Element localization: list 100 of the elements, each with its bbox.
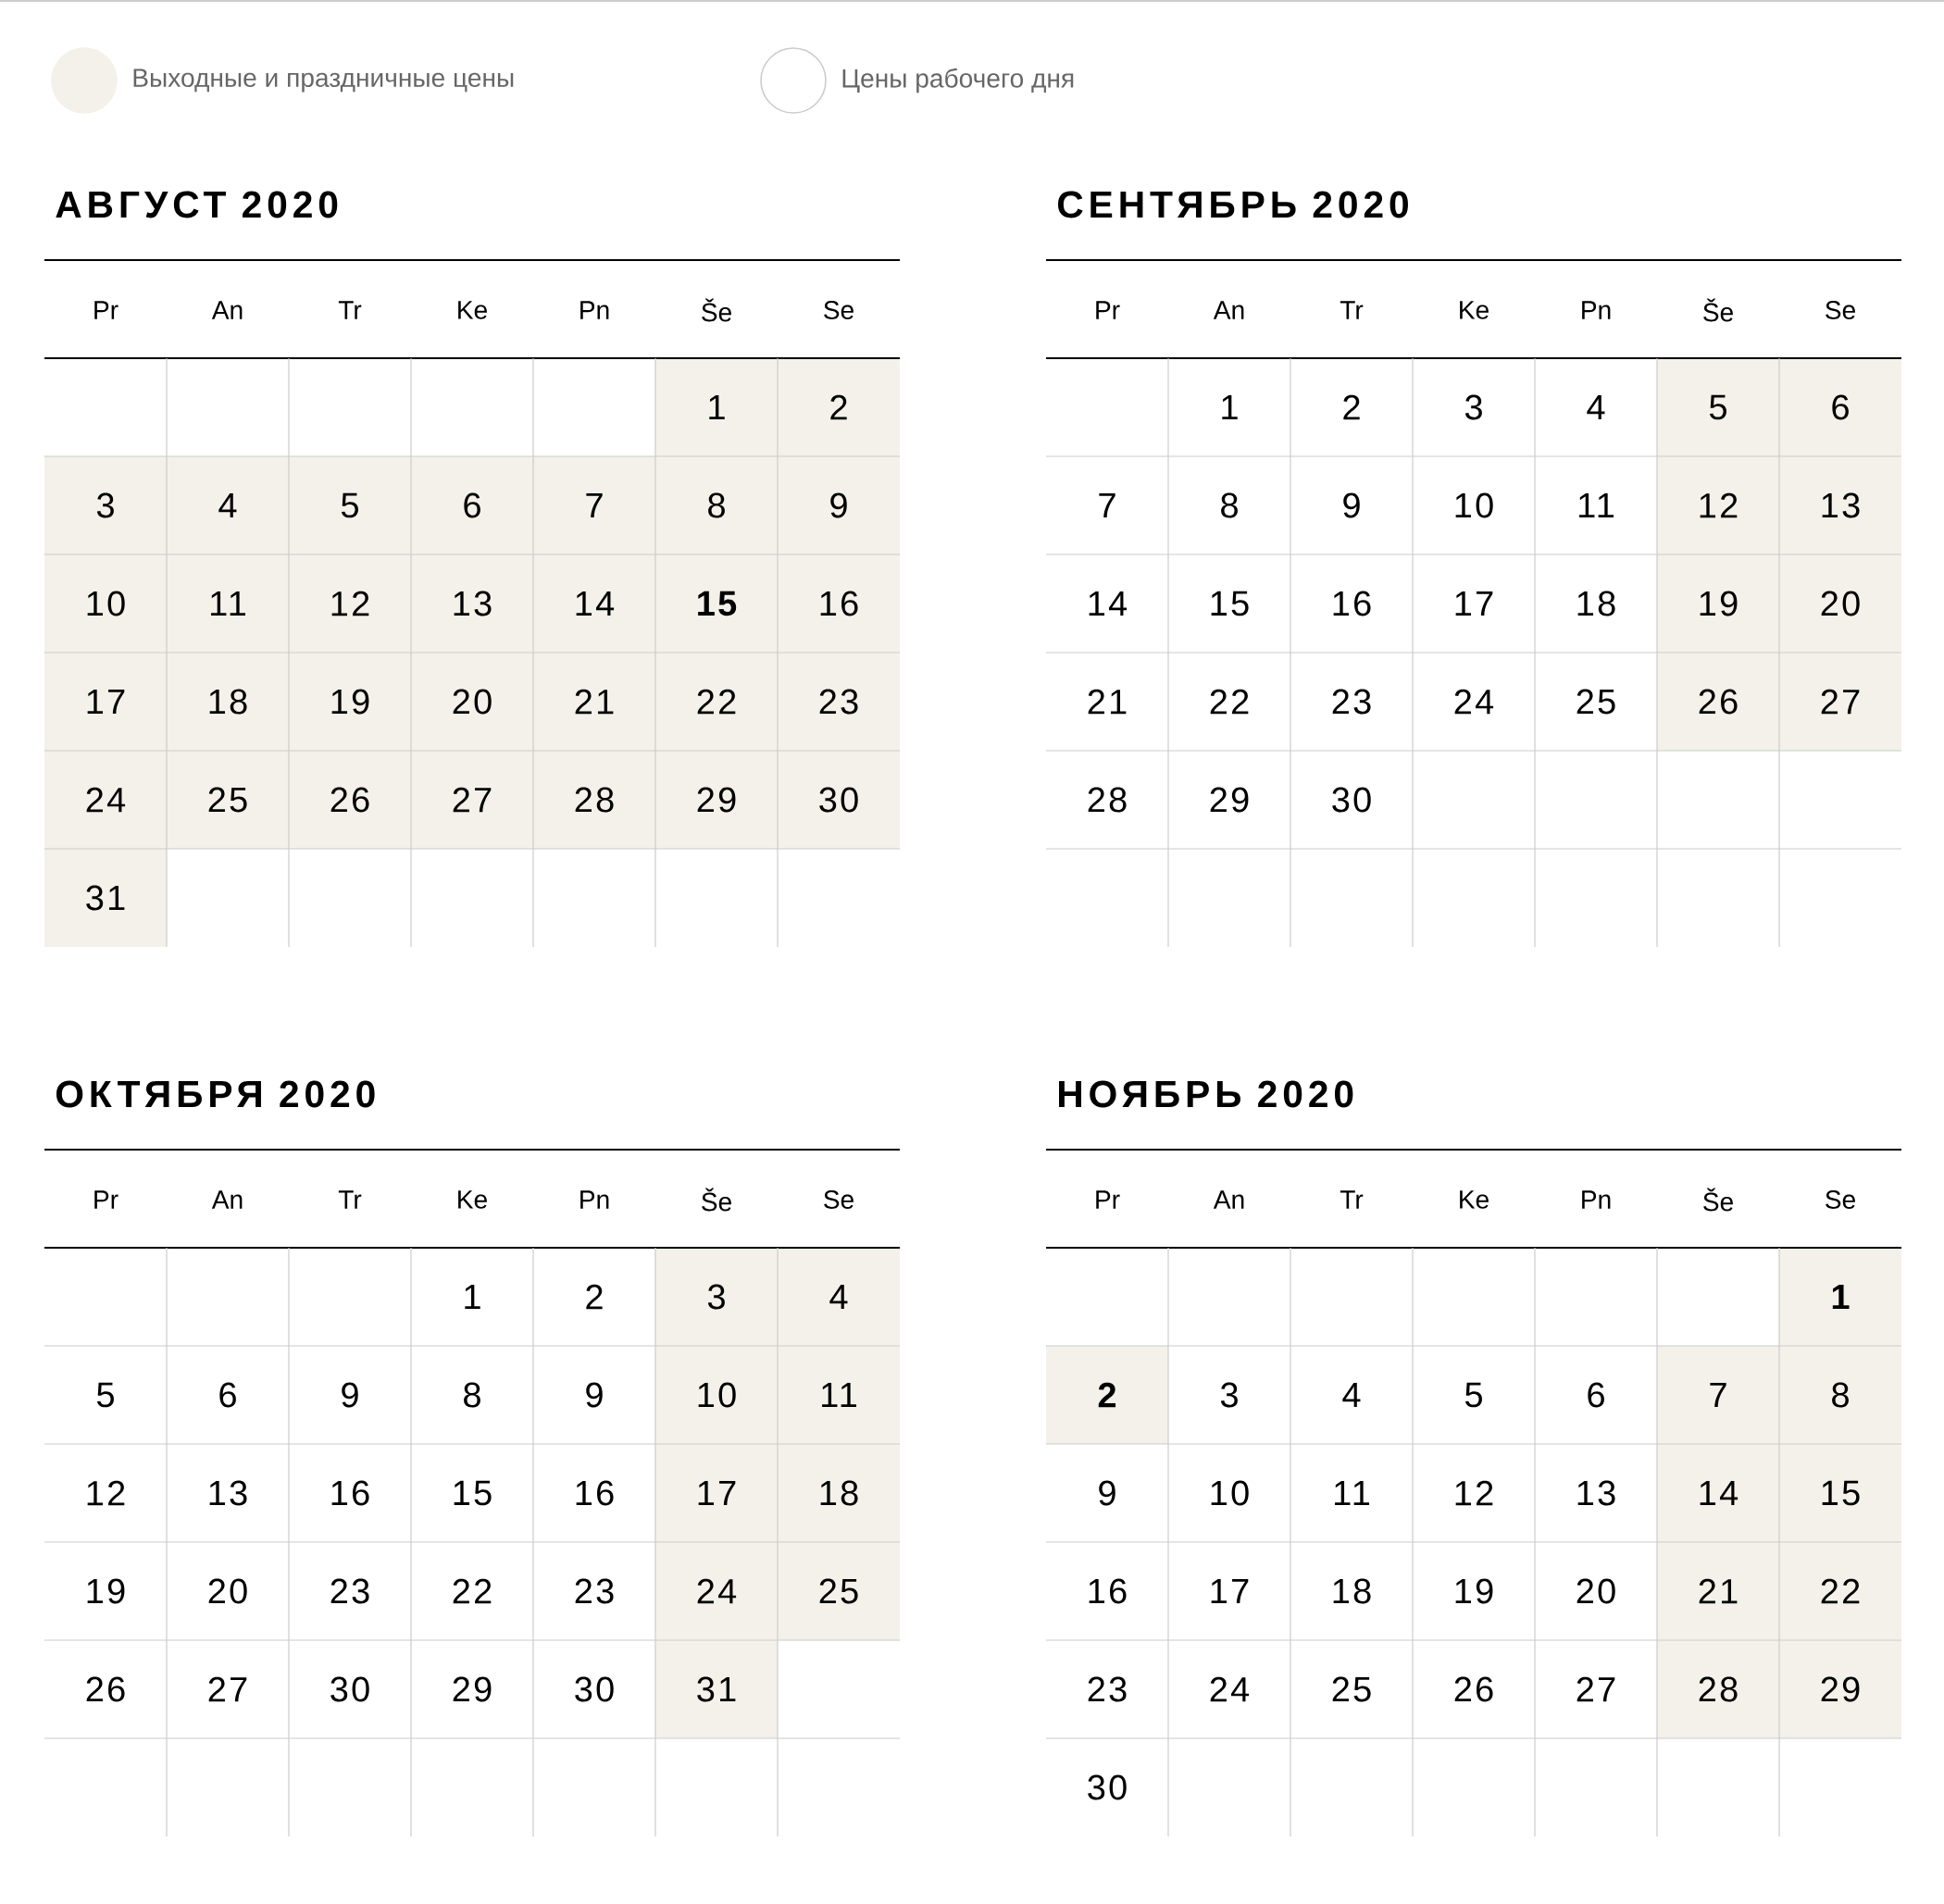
day-cell: 22 — [453, 1578, 492, 1604]
day-cell: 30 — [778, 751, 900, 849]
day-cell: 4 — [1587, 394, 1605, 420]
day-cell: 20 — [411, 653, 533, 751]
day-cell: 29 — [1210, 787, 1249, 813]
node-label: 5 — [1709, 394, 1726, 420]
day-cell: 22 — [1210, 689, 1249, 715]
day-cell: 31 — [655, 1640, 778, 1738]
day-cell: 23 — [1332, 689, 1371, 715]
day-cell: 24 — [1454, 689, 1494, 715]
weekday-label: Pr — [1096, 1190, 1120, 1209]
weekday-label: Se — [1826, 301, 1855, 319]
node-label: 21 — [575, 689, 614, 715]
day-cell: 16 — [576, 1480, 614, 1506]
day-cell: 1 — [655, 358, 778, 456]
day-cell: 1 — [1779, 1248, 1901, 1346]
day-cell: 9 — [586, 1382, 603, 1408]
node-label: 5 — [341, 492, 358, 518]
weekday-label: Se — [824, 301, 854, 319]
day-cell: 11 — [1579, 492, 1614, 518]
node-label: 18 — [820, 1480, 858, 1506]
day-cell: 5 — [289, 456, 411, 554]
day-cell: 11 — [1335, 1480, 1369, 1506]
node-label: 26 — [330, 787, 369, 813]
day-cell: 25 — [1576, 689, 1615, 715]
day-cell: 25 — [778, 1542, 900, 1640]
node-label: 14 — [1700, 1480, 1738, 1506]
node-label: 21 — [1699, 1578, 1738, 1604]
node-label: 28 — [575, 787, 614, 813]
node-label: 30 — [819, 787, 858, 813]
day-cell: 8 — [1221, 492, 1238, 518]
day-cell: 9 — [1099, 1480, 1115, 1506]
weekday-label: Pn — [580, 1190, 609, 1209]
day-cell: 22 — [1779, 1542, 1901, 1640]
node-label: 10 — [698, 1382, 736, 1408]
weekday-label: Še — [1703, 1188, 1733, 1212]
day-cell: 17 — [655, 1444, 778, 1542]
day-cell: 26 — [86, 1676, 125, 1702]
node-label: 18 — [209, 689, 247, 715]
node-label: 7 — [1710, 1382, 1726, 1408]
day-cell: 16 — [778, 554, 900, 653]
weekday-label: Ke — [458, 1190, 487, 1209]
day-cell: 10 — [1211, 1480, 1249, 1506]
node-label: 6 — [464, 492, 480, 518]
node-label: 2 — [830, 394, 847, 420]
month-title: ОКТЯБРЯ 2020 — [56, 1080, 375, 1108]
node-label: 1 — [1832, 1284, 1850, 1310]
day-cell: 17 — [1455, 591, 1493, 616]
node-label: 16 — [820, 591, 858, 616]
day-cell: 13 — [1577, 1480, 1615, 1506]
node-label: 6 — [1832, 394, 1849, 420]
node-label: 1 — [709, 394, 725, 420]
day-cell: 30 — [1332, 787, 1371, 813]
weekday-label: Ke — [458, 301, 487, 319]
day-cell: 30 — [1088, 1774, 1127, 1800]
day-cell: 27 — [411, 751, 533, 849]
day-cell: 7 — [533, 456, 655, 554]
day-cell: 3 — [1220, 1382, 1238, 1408]
node-label: 3 — [707, 1284, 725, 1310]
day-cell: 12 — [87, 1480, 125, 1506]
day-cell: 27 — [1779, 653, 1901, 751]
node-label: 12 — [331, 591, 369, 616]
node-label: 14 — [576, 591, 615, 616]
day-cell: 24 — [1210, 1676, 1250, 1702]
day-cell: 22 — [655, 653, 778, 751]
weekday-label: Se — [1826, 1190, 1855, 1209]
node-label: 8 — [708, 492, 725, 518]
day-cell: 27 — [208, 1676, 247, 1702]
day-cell: 13 — [209, 1480, 247, 1506]
legend-text: Цены рабочего дня — [842, 68, 1074, 93]
day-cell: 20 — [1779, 554, 1901, 653]
weekday-label: Tr — [1340, 301, 1364, 319]
weekday-label: Še — [1703, 298, 1733, 322]
weekday-label: Tr — [338, 1190, 362, 1209]
day-cell: 19 — [1455, 1578, 1493, 1604]
day-cell: 25 — [167, 751, 289, 849]
day-cell: 3 — [655, 1248, 778, 1346]
weekday-label: Tr — [1340, 1190, 1364, 1209]
day-cell: 15 — [1211, 591, 1249, 616]
weekday-label: An — [211, 1190, 243, 1209]
weekday-label: Ke — [1460, 1190, 1489, 1209]
day-cell: 18 — [167, 653, 289, 751]
weekday-label: An — [211, 301, 243, 319]
day-cell: 18 — [778, 1444, 900, 1542]
day-cell: 21 — [533, 653, 655, 751]
weekday-label: Pr — [94, 1190, 118, 1209]
day-cell: 8 — [1779, 1346, 1901, 1444]
day-cell: 28 — [533, 751, 655, 849]
day-cell: 27 — [1576, 1676, 1615, 1702]
node-label: 17 — [698, 1480, 736, 1506]
day-cell: 16 — [331, 1480, 369, 1506]
node-label: 27 — [453, 787, 492, 813]
day-cell: 25 — [1332, 1676, 1371, 1702]
day-cell: 10 — [655, 1346, 778, 1444]
weekday-label: Se — [824, 1190, 854, 1209]
day-cell: 4 — [1342, 1382, 1361, 1408]
day-cell: 17 — [44, 653, 167, 751]
day-cell: 30 — [575, 1676, 614, 1702]
day-cell: 19 — [87, 1578, 125, 1604]
day-cell: 10 — [44, 554, 167, 653]
